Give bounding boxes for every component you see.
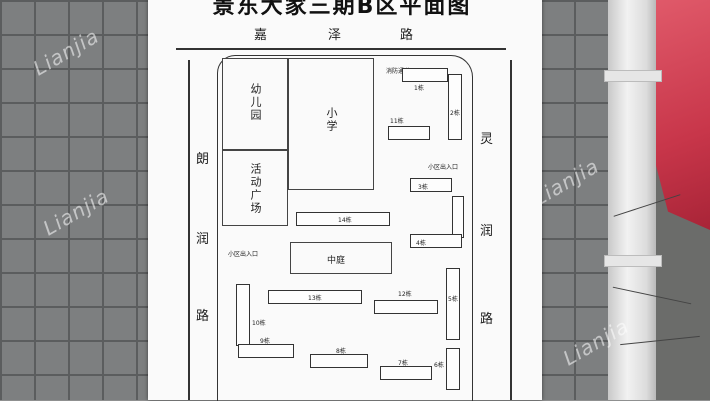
- pipe-joint: [604, 70, 662, 82]
- building-10: [236, 284, 250, 346]
- road-line-right: [510, 60, 512, 400]
- tiled-wall-right: [540, 0, 610, 400]
- building-11: [388, 126, 430, 140]
- building-label: 11栋: [390, 118, 404, 125]
- building-1: [402, 68, 448, 82]
- building-6: [446, 348, 460, 390]
- building-9: [238, 344, 294, 358]
- building-fire-side: [452, 196, 464, 238]
- zone-label: 中庭: [327, 256, 346, 266]
- building-4: [410, 234, 462, 248]
- building-label: 1栋: [414, 85, 424, 92]
- building-13: [268, 290, 362, 304]
- community-boundary: 幼儿园 小学 活动广场 中庭 消防通道 小区出入口 小区出入口 1栋 2栋 11…: [217, 55, 473, 401]
- site-plan-sign: 景东大家三期B区平面图 嘉 泽 路 朗 润 路 灵 润 路 幼儿园 小学 活动广…: [148, 0, 542, 401]
- building-label: 2栋: [450, 110, 460, 117]
- building-14: [296, 212, 390, 226]
- entrance-label-left: 小区出入口: [228, 251, 259, 258]
- building-label: 6栋: [434, 362, 444, 369]
- building-label: 3栋: [418, 184, 428, 191]
- road-char: 泽: [328, 28, 342, 43]
- road-char: 嘉: [254, 28, 268, 43]
- entrance-label-right: 小区出入口: [428, 164, 459, 171]
- road-line-top: [176, 48, 506, 50]
- building-label: 9栋: [260, 338, 270, 345]
- building-12: [374, 300, 438, 314]
- top-road-label: 嘉 泽 路: [148, 24, 542, 48]
- building-label: 14栋: [338, 217, 352, 224]
- zone-label: 幼儿园: [249, 83, 262, 122]
- zone-label: 活动广场: [249, 163, 262, 215]
- road-char: 朗: [196, 152, 210, 167]
- building-label: 7栋: [398, 360, 408, 367]
- zone-label: 小学: [325, 107, 338, 133]
- kindergarten-zone: 幼儿园: [222, 58, 288, 150]
- pipe-joint: [604, 255, 662, 267]
- road-char: 润: [196, 232, 210, 247]
- road-char: 灵: [480, 132, 494, 147]
- building-label: 10栋: [252, 320, 266, 327]
- road-line-left: [188, 60, 190, 400]
- road-char: 路: [400, 28, 414, 43]
- building-label: 4栋: [416, 240, 426, 247]
- activity-square-zone: 活动广场: [222, 150, 288, 226]
- building-2: [448, 74, 462, 140]
- road-char: 路: [480, 312, 494, 327]
- building-3: [410, 178, 452, 192]
- primary-school-zone: 小学: [288, 58, 374, 190]
- road-char: 润: [480, 224, 494, 239]
- building-label: 5栋: [448, 296, 458, 303]
- courtyard-zone: 中庭: [290, 242, 392, 274]
- building-label: 12栋: [398, 291, 412, 298]
- building-label: 8栋: [336, 348, 346, 355]
- building-label: 13栋: [308, 295, 322, 302]
- building-8: [310, 354, 368, 368]
- tiled-wall-left: [0, 0, 150, 400]
- drain-pipe: [608, 0, 656, 400]
- fire-passage-label: 消防通道: [386, 68, 411, 75]
- road-char: 路: [196, 309, 210, 324]
- building-5: [446, 268, 460, 340]
- building-7: [380, 366, 432, 380]
- sign-title: 景东大家三期B区平面图: [212, 0, 472, 19]
